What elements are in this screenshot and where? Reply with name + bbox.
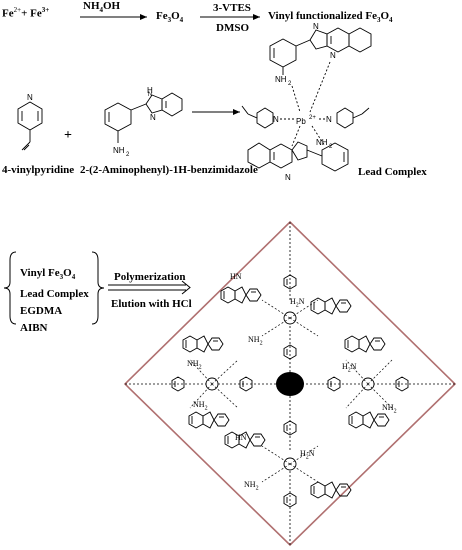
polymerization-arrow — [181, 280, 191, 295]
reagent-3vtes: 3-VTES — [213, 2, 251, 14]
svg-text:2: 2 — [329, 144, 333, 150]
pb-site-left — [171, 335, 253, 429]
diamond-nh2-4: NH2 — [382, 403, 397, 415]
svg-text:2: 2 — [288, 81, 292, 87]
svg-text:N: N — [313, 22, 319, 31]
svg-text:N: N — [148, 92, 152, 98]
svg-text:N: N — [27, 93, 33, 102]
svg-text:N: N — [285, 173, 291, 182]
label-vinylpyridine: 4-vinylpyridine — [2, 164, 75, 176]
fe3o4-product: Fe3O4 — [156, 10, 184, 25]
svg-text:2: 2 — [126, 152, 130, 158]
diamond-h2n-2: H2N — [342, 362, 357, 374]
vinyl-functionalized-product: Vinyl functionalized Fe3O4 — [268, 10, 393, 25]
reagent-egdma: EGDMA — [20, 305, 63, 318]
diamond-nh2-2: NH2 — [187, 359, 202, 371]
left-brace — [3, 251, 17, 325]
diamond-hn-1: HN — [230, 272, 242, 281]
diamond-nh2-3: NH2 — [193, 400, 208, 412]
svg-text:NH: NH — [275, 75, 287, 84]
diamond-nh2-5: NH2 — [244, 480, 259, 492]
svg-text:NH: NH — [113, 146, 125, 155]
svg-text:NH: NH — [316, 138, 328, 147]
right-brace — [91, 251, 105, 325]
svg-text:N: N — [330, 51, 336, 60]
reagent-nh4oh: NH4OH — [83, 0, 121, 15]
arrow-label-elution: Elution with HCl — [111, 298, 192, 310]
pb-site-bottom — [224, 420, 352, 508]
diamond-h2n-3: H2N — [300, 449, 315, 461]
reagent-vinyl-fe3o4: Vinyl Fe3O4 — [20, 267, 76, 282]
svg-text:Pb: Pb — [296, 117, 306, 126]
label-lead-complex: Lead Complex — [358, 166, 427, 178]
diamond-hn-2: HN — [235, 433, 247, 442]
matrix-links — [125, 222, 455, 545]
fe3o4-core — [276, 372, 304, 396]
vinylpyridine-structure: N — [17, 93, 43, 151]
reagent-dmso: DMSO — [216, 22, 249, 34]
svg-text:H: H — [147, 86, 153, 95]
diamond-nh2-1: NH2 — [248, 335, 263, 347]
diamond-h2n-1: H2N — [290, 297, 305, 309]
svg-text:2+: 2+ — [309, 115, 316, 121]
svg-text:N: N — [150, 113, 156, 122]
svg-text:N: N — [273, 115, 279, 124]
pb-site-top — [220, 274, 352, 360]
reagent-aibn: AIBN — [20, 322, 48, 335]
svg-text:N: N — [326, 115, 332, 124]
plus-sign: + — [64, 128, 72, 143]
fe2-label: Fe2++ Fe3+ — [2, 6, 50, 20]
label-benzimidazole: 2-(2-Aminophenyl)-1H-benzimidazole — [80, 164, 258, 176]
arrow-label-polymerization: Polymerization — [114, 271, 186, 283]
pb-site-right — [327, 335, 409, 429]
reagent-list: Vinyl Fe3O4 Lead Complex EGDMA AIBN — [20, 265, 89, 337]
reagent-lead-complex: Lead Complex — [20, 288, 89, 301]
